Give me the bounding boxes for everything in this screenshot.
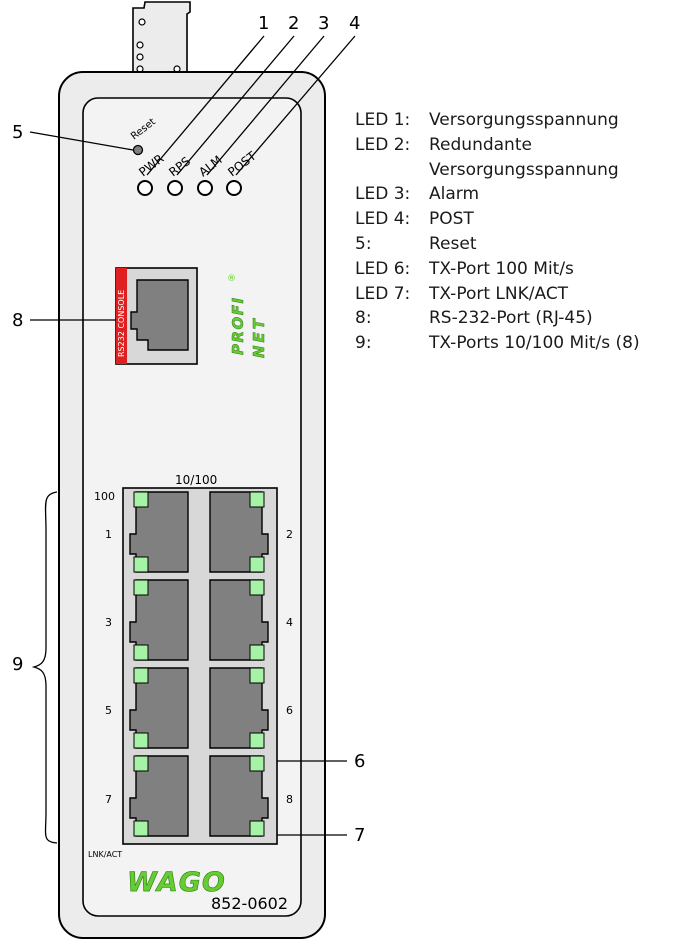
- legend-value: Versorgungsspannung: [429, 110, 619, 130]
- port-number-1: 1: [105, 528, 112, 541]
- legend-value: Alarm: [429, 184, 480, 205]
- legend-row: LED 6: TX-Port 100 Mit/s: [355, 257, 640, 282]
- port-led-speed: [133, 579, 149, 596]
- legend-key: LED 1:: [355, 110, 411, 130]
- port-number-7: 7: [105, 793, 112, 806]
- legend-key: [355, 158, 429, 183]
- ethernet-port-6[interactable]: [209, 667, 269, 749]
- port-led-lnk: [133, 732, 149, 749]
- leader-lines: [29, 35, 356, 844]
- ethernet-port-1[interactable]: [129, 491, 189, 573]
- legend-value: TX-Port LNK/ACT: [429, 283, 569, 304]
- ports-header: 10/100: [175, 473, 217, 487]
- ethernet-port-8[interactable]: [209, 755, 269, 837]
- callout-1: 1: [258, 13, 269, 34]
- port-number-5: 5: [105, 704, 112, 717]
- legend-key: 5:: [355, 233, 372, 254]
- console-label: RS232 CONSOLE: [117, 290, 126, 357]
- port-number-6: 6: [286, 704, 293, 717]
- legend-value: RS-232-Port (RJ-45): [429, 308, 593, 329]
- legend-value: Redundante: [429, 134, 532, 155]
- wago-logo: WAGO: [127, 867, 226, 898]
- legend-row: 5: Reset: [355, 232, 640, 257]
- port-led-lnk: [133, 644, 149, 661]
- port-led-lnk: [249, 644, 265, 661]
- port-led-speed: [133, 755, 149, 772]
- port-led-lnk: [133, 820, 149, 837]
- console-label-strip: [116, 268, 127, 364]
- port-led-speed: [249, 491, 265, 508]
- port-led-speed: [133, 667, 149, 684]
- callout-8: 8: [12, 310, 23, 331]
- ethernet-port-7[interactable]: [129, 755, 189, 837]
- legend-key: LED 6:: [355, 258, 411, 279]
- ethernet-port-5[interactable]: [129, 667, 189, 749]
- legend-value: TX-Ports 10/100 Mit/s (8): [429, 333, 640, 354]
- legend-value: Reset: [429, 233, 477, 254]
- model-number: 852-0602: [211, 894, 288, 913]
- port-led-speed: [249, 579, 265, 596]
- legend-row: 9: TX-Ports 10/100 Mit/s (8): [355, 331, 640, 356]
- legend-key: LED 2:: [355, 134, 411, 155]
- led-rps: [167, 180, 183, 196]
- port-jack: [129, 755, 189, 837]
- legend-row: LED 3: Alarm: [355, 182, 640, 207]
- port-number-8: 8: [286, 793, 293, 806]
- port-jack: [129, 491, 189, 573]
- port-led-lnk: [249, 556, 265, 573]
- callout-9: 9: [12, 654, 23, 675]
- ports-lnk-label: LNK/ACT: [88, 850, 122, 859]
- port-jack: [129, 579, 189, 661]
- legend-row: LED 1: Versorgungsspannung: [355, 108, 640, 133]
- port-jack: [129, 667, 189, 749]
- port-led-lnk: [249, 732, 265, 749]
- profinet-line1: PROFI: [229, 296, 247, 355]
- legend-key: LED 7:: [355, 283, 411, 304]
- legend-value: POST: [429, 209, 474, 230]
- profinet-registered: ®: [227, 274, 236, 284]
- legend-row: Versorgungsspannung: [355, 158, 640, 183]
- reset-button[interactable]: [132, 144, 144, 156]
- legend-key: LED 3:: [355, 184, 411, 205]
- ethernet-ports: [129, 491, 269, 837]
- port-number-2: 2: [286, 528, 293, 541]
- callout-6: 6: [354, 751, 365, 772]
- led-alm: [197, 180, 213, 196]
- port-led-speed: [249, 755, 265, 772]
- legend-row: LED 7: TX-Port LNK/ACT: [355, 282, 640, 307]
- port-led-lnk: [249, 820, 265, 837]
- port-number-4: 4: [286, 616, 293, 629]
- legend-key: LED 4:: [355, 209, 411, 230]
- din-rail-clip: [132, 1, 191, 73]
- legend-row: LED 2: Redundante: [355, 133, 640, 158]
- profinet-line2: NET: [250, 316, 268, 358]
- port-number-3: 3: [105, 616, 112, 629]
- ethernet-port-3[interactable]: [129, 579, 189, 661]
- profinet-logo: PROFI NET ®: [227, 274, 268, 358]
- port-led-speed: [249, 667, 265, 684]
- rs232-console-port[interactable]: RS232 CONSOLE: [115, 267, 198, 365]
- callout-7: 7: [354, 825, 365, 846]
- legend-value: TX-Port 100 Mit/s: [429, 258, 574, 279]
- port-led-lnk: [133, 556, 149, 573]
- callout-5: 5: [12, 122, 23, 143]
- ethernet-port-4[interactable]: [209, 579, 269, 661]
- ports-speed-label: 100: [94, 490, 115, 503]
- legend-key: 8:: [355, 308, 372, 329]
- legend-row: 8: RS-232-Port (RJ-45): [355, 306, 640, 331]
- led-post: [226, 180, 242, 196]
- legend-row: LED 4: POST: [355, 207, 640, 232]
- callout-4: 4: [349, 13, 360, 34]
- callout-3: 3: [318, 13, 329, 34]
- legend-key: 9:: [355, 333, 372, 354]
- ethernet-port-2[interactable]: [209, 491, 269, 573]
- legend-value: Versorgungsspannung: [429, 159, 619, 180]
- led-pwr: [137, 180, 153, 196]
- callout-2: 2: [288, 13, 299, 34]
- port-led-speed: [133, 491, 149, 508]
